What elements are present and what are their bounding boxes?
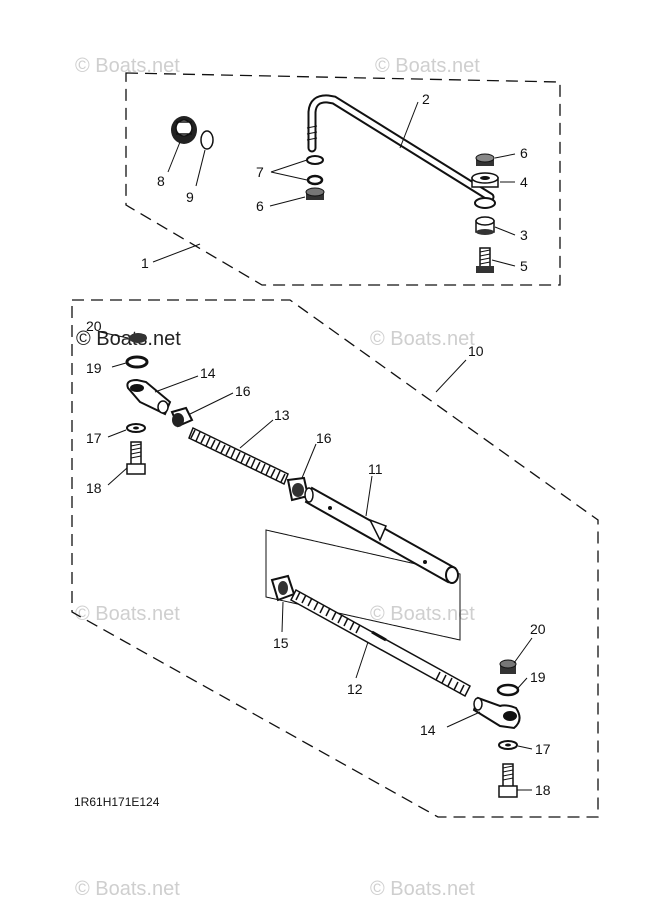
washer-part [498,740,518,750]
lock-nut-part [499,659,517,674]
subassembly-box [265,529,461,641]
watermark: © Boats.net [370,328,475,350]
nut-part [270,574,296,602]
watermark: © Boats.net [75,878,180,900]
callout-14: 14 [420,722,436,738]
callout-9: 9 [186,189,194,205]
washer-part [306,155,324,186]
bolt-part [498,763,518,798]
callout-16: 16 [316,430,332,446]
callout-17: 17 [535,741,551,757]
callout-19: 19 [530,669,546,685]
washer-part [126,423,146,433]
callout-6: 6 [520,145,528,161]
threaded-rod-part [290,588,471,698]
kit-boundary-upper [125,72,561,286]
callout-19: 19 [86,360,102,376]
leader-lines-upper [152,101,516,267]
lock-nut-part [129,333,147,343]
collar-part [475,216,495,235]
bolt-part [476,247,494,273]
callout-6: 6 [256,198,264,214]
callout-3: 3 [520,227,528,243]
callout-1: 1 [141,255,149,271]
link-rod-part [306,94,495,202]
callout-18: 18 [535,782,551,798]
nut-part [170,406,194,428]
callout-10: 10 [468,343,484,359]
callout-12: 12 [347,681,363,697]
callout-15: 15 [273,635,289,651]
callout-7: 7 [256,164,264,180]
watermark: © Boats.net [370,603,475,625]
bolt-part [126,441,146,475]
callout-17: 17 [86,430,102,446]
callout-20: 20 [86,318,102,334]
tie-rod-end-part [126,378,172,416]
leader-lines-lower [99,331,533,791]
watermark: © Boats.net [370,878,475,900]
watermark: © Boats.net [75,55,180,77]
callout-11: 11 [368,461,383,477]
callout-5: 5 [520,258,528,274]
washer-part [125,355,149,369]
washer-part [496,683,520,697]
callout-8: 8 [157,173,165,189]
kit-boundary-lower [71,299,599,818]
callout-18: 18 [86,480,102,496]
diagram-code: 1R61H171E124 [74,795,160,809]
callout-14: 14 [200,365,216,381]
watermark: © Boats.net [76,328,181,350]
callout-16: 16 [235,383,251,399]
callout-2: 2 [422,91,430,107]
threaded-rod-part [188,426,289,486]
rod-end-eye [474,197,496,209]
watermark: © Boats.net [75,603,180,625]
watermark: © Boats.net [375,55,480,77]
callout-4: 4 [520,174,528,190]
o-ring-part [200,130,214,150]
callout-13: 13 [274,407,290,423]
bushing-part [471,172,499,188]
tie-rod-end-part [472,696,521,730]
nut-part [305,187,325,200]
nut-part [475,153,495,166]
tube-part [304,486,459,584]
ball-joint-part [171,116,197,144]
callout-20: 20 [530,621,546,637]
